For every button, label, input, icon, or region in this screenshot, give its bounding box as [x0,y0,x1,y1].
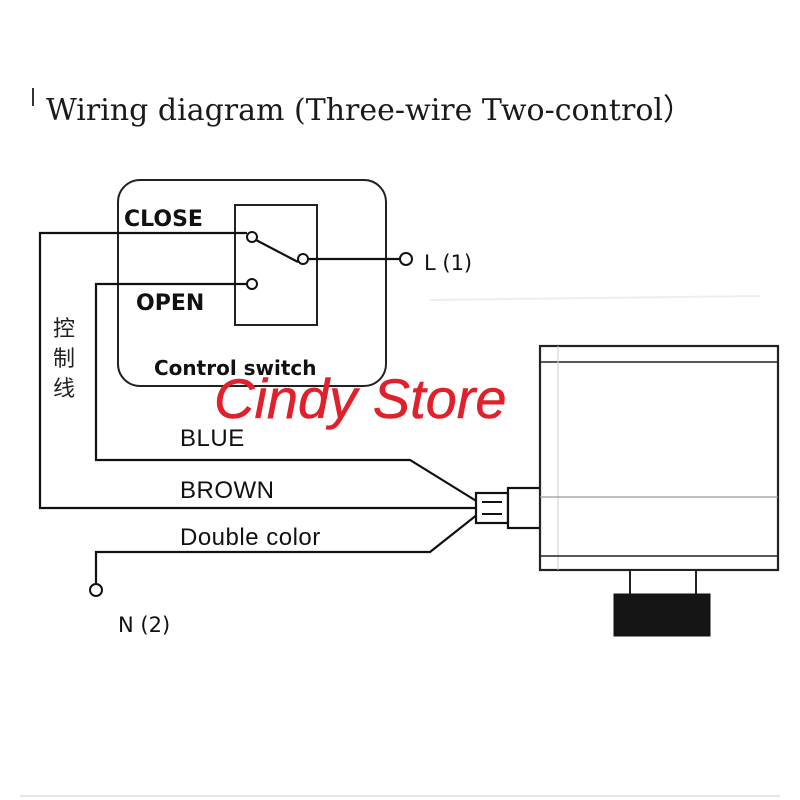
actuator-base [613,593,711,637]
switch-body [234,204,318,326]
actuator-stem [629,569,697,597]
switch-blade [255,239,299,263]
common-contact [297,253,309,265]
close-contact [246,231,258,243]
neutral-terminal-label: N (2) [118,613,170,637]
control-switch-label: Control switch [154,356,317,380]
control-wire-label-2: 制 [53,347,75,372]
blue-wire [94,282,479,503]
actuator [538,344,780,637]
connector-plug [474,491,510,525]
open-label: OPEN [136,291,204,316]
control-wire-label-1: 控 [53,317,75,342]
diagram-title: Wiring diagram (Three-wire Two-control） [46,93,693,128]
neutral-terminal [89,583,103,597]
double-color-wire [94,513,479,583]
live-terminal-label: L (1) [424,251,472,275]
open-contact [246,278,258,290]
actuator-housing [538,344,780,572]
connector-socket [506,486,544,530]
brown-wire-label: BROWN [180,477,275,504]
background-line [429,295,761,301]
control-wire-label-3: 线 [53,377,75,402]
watermark-text: Cindy Store [214,367,507,430]
blue-wire-label: BLUE [180,425,245,452]
brown-wire [38,231,478,510]
double-color-wire-label: Double color [180,524,321,551]
live-terminal [399,252,413,266]
close-label: CLOSE [124,207,203,232]
